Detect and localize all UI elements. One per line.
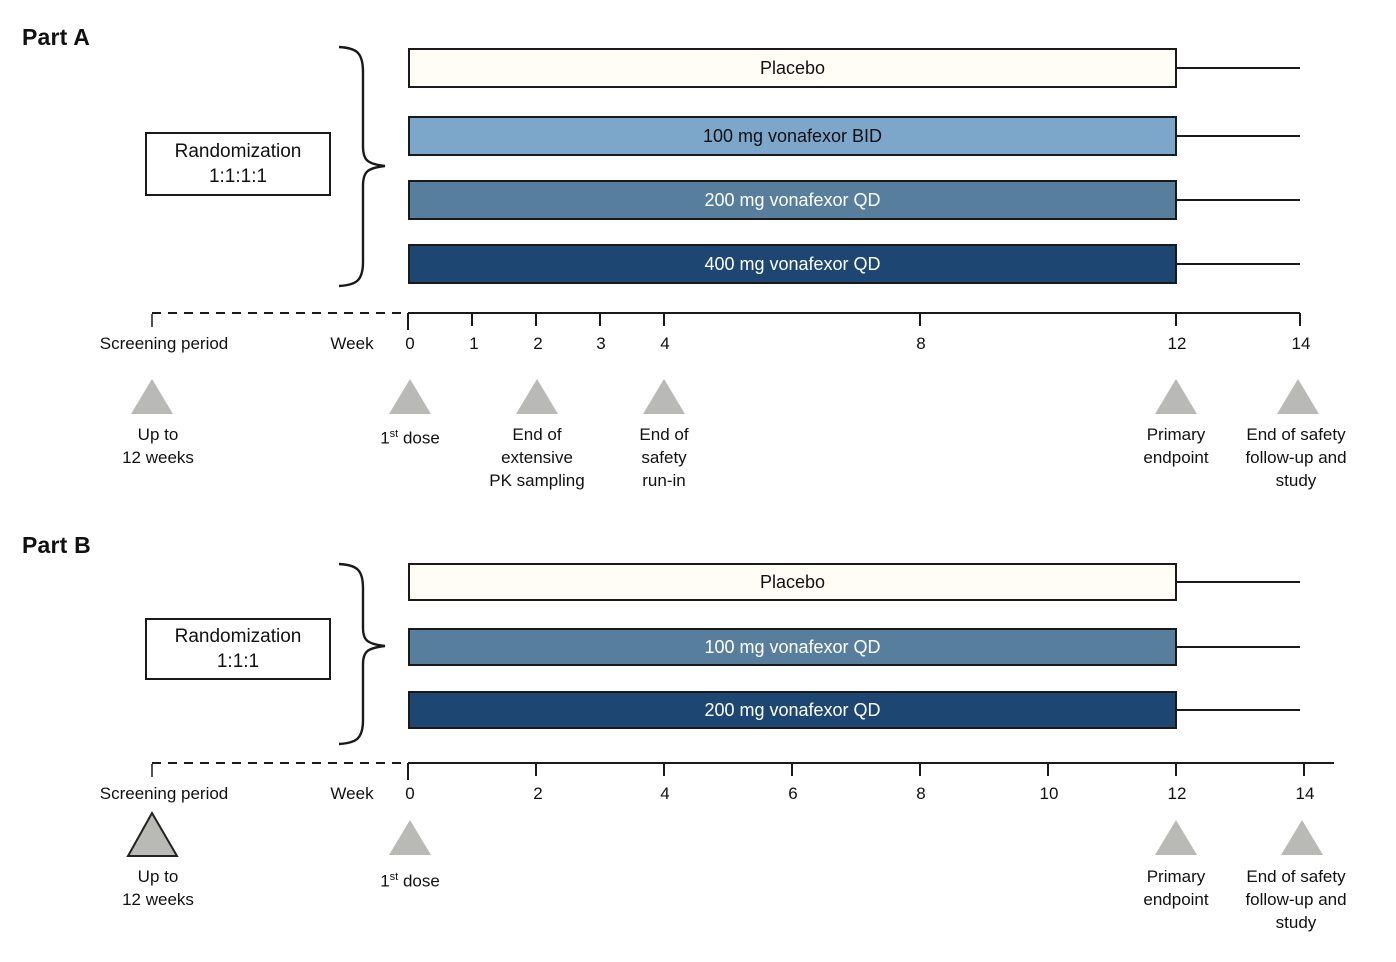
randomization-label-a: Randomization [174, 140, 302, 162]
part-b-title: Part B [22, 532, 91, 558]
arm-bar-label: Placebo [759, 571, 826, 592]
tick-label: 1 [469, 334, 479, 353]
screening-dashed-line-b [151, 762, 408, 777]
week-label-a: Week [330, 334, 374, 353]
triangle-week12-b [1155, 820, 1197, 855]
milestone-week12-label-a: Primary endpoint [1143, 425, 1209, 467]
arm-bar-100mg-qd-b: 100 mg vonafexor QD [408, 628, 1177, 666]
tick-label: 4 [660, 784, 670, 803]
arm-extension-lines-a [1176, 67, 1300, 265]
part-a-title: Part A [22, 24, 91, 50]
arm-bar-200mg-qd-a: 200 mg vonafexor QD [408, 180, 1177, 220]
milestone-triangles-a [131, 379, 1319, 414]
milestone-first-dose-label-b: 1st dose [380, 871, 440, 891]
tick-label: 0 [405, 784, 415, 803]
milestone-first-dose-label-a: 1st dose [380, 428, 440, 448]
arm-bar-placebo-b: Placebo [408, 563, 1177, 601]
randomization-label-b: Randomization [174, 625, 302, 647]
arm-bar-label: Placebo [759, 57, 826, 78]
milestone-screening-label-b: Up to 12 weeks [122, 867, 194, 909]
triangle-screening-a [131, 379, 173, 414]
tick-label: 14 [1291, 334, 1311, 353]
triangle-week12-a [1155, 379, 1197, 414]
triangle-week14-b [1281, 820, 1323, 855]
milestone-triangles-b [126, 810, 1323, 857]
tick-label: 12 [1167, 784, 1187, 803]
arm-extension-lines-b [1176, 581, 1300, 711]
tick-label: 12 [1167, 334, 1187, 353]
milestone-week12-label-b: Primary endpoint [1143, 867, 1209, 909]
milestone-screening-label-a: Up to 12 weeks [122, 425, 194, 467]
screening-period-label-b: Screening period [99, 784, 229, 803]
milestone-week2-label-a: End of extensive PK sampling [489, 425, 585, 490]
tick-label: 2 [533, 784, 543, 803]
randomization-ratio-a: 1:1:1:1 [208, 166, 268, 187]
tick-label: 6 [788, 784, 798, 803]
arm-bar-200mg-qd-b: 200 mg vonafexor QD [408, 691, 1177, 729]
tick-label: 10 [1039, 784, 1059, 803]
triangle-first-dose-b [389, 820, 431, 855]
tick-label: 8 [916, 784, 926, 803]
milestone-week14-label-a: End of safety follow-up and study [1245, 425, 1347, 490]
tick-label: 3 [596, 334, 606, 353]
triangle-screening-b [126, 810, 179, 857]
tick-label: 8 [916, 334, 926, 353]
arm-bar-100mg-bid-a: 100 mg vonafexor BID [408, 116, 1177, 156]
milestone-week4-label-a: End of safety run-in [639, 425, 689, 490]
randomization-brace-a [338, 45, 386, 288]
triangle-first-dose-a [389, 379, 431, 414]
arm-bar-placebo-a: Placebo [408, 48, 1177, 88]
milestone-week14-label-b: End of safety follow-up and study [1245, 867, 1347, 932]
arm-bar-label: 200 mg vonafexor QD [704, 189, 881, 210]
timeline-axis-a [407, 312, 1301, 330]
arm-bar-label: 200 mg vonafexor QD [704, 699, 881, 720]
triangle-week14-a [1277, 379, 1319, 414]
tick-label: 4 [660, 334, 670, 353]
randomization-box-a: Randomization 1:1:1:1 [145, 132, 331, 196]
tick-label: 0 [405, 334, 415, 353]
arm-bar-label: 400 mg vonafexor QD [704, 253, 881, 274]
triangle-week4-a [643, 379, 685, 414]
triangle-week2-a [516, 379, 558, 414]
randomization-brace-b [338, 562, 386, 746]
screening-period-label-a: Screening period [99, 334, 229, 353]
arm-bar-400mg-qd-a: 400 mg vonafexor QD [408, 244, 1177, 284]
week-label-b: Week [330, 784, 374, 803]
randomization-ratio-b: 1:1:1 [216, 651, 260, 672]
screening-dashed-line-a [151, 312, 408, 327]
tick-label: 2 [533, 334, 543, 353]
randomization-box-b: Randomization 1:1:1 [145, 618, 331, 680]
arm-bar-label: 100 mg vonafexor BID [702, 125, 883, 146]
tick-label: 14 [1295, 784, 1315, 803]
arm-bar-label: 100 mg vonafexor QD [704, 636, 881, 657]
timeline-axis-b [407, 762, 1334, 780]
